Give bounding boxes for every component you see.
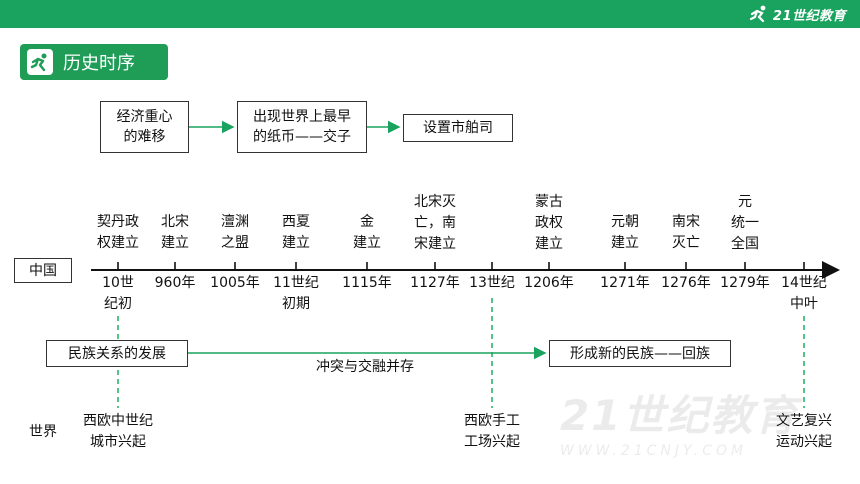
timeline-ticks [117, 262, 805, 270]
relations-left-box: 民族关系的发展 [46, 340, 188, 367]
world-event: 文艺复兴 运动兴起 [776, 413, 832, 450]
section-title-tag: 历史时序 [20, 44, 168, 80]
date-label: 13世纪 [469, 275, 515, 291]
top-bar: 21世纪教育 [0, 0, 860, 28]
date-label: 1005年 [210, 275, 260, 291]
date-label: 1276年 [661, 275, 711, 291]
date-label: 11世纪 初期 [273, 275, 319, 312]
flow-box-economic-shift: 经济重心 的难移 [100, 101, 189, 153]
date-label: 10世 纪初 [102, 275, 134, 312]
event-label: 北宋 建立 [161, 214, 189, 251]
event-label: 南宋 灭亡 [672, 214, 700, 251]
relations-right-box: 形成新的民族——回族 [549, 340, 731, 367]
event-label: 北宋灭 亡，南 宋建立 [414, 194, 456, 252]
china-label-box: 中国 [14, 258, 72, 283]
flow-box-jiaozi: 出现世界上最早 的纸币——交子 [237, 101, 367, 153]
date-label: 1206年 [524, 275, 574, 291]
date-label: 1271年 [600, 275, 650, 291]
section-title: 历史时序 [63, 53, 135, 74]
date-label: 960年 [154, 275, 196, 291]
event-label: 西夏 建立 [282, 214, 310, 251]
event-label: 蒙古 政权 建立 [535, 194, 563, 252]
runner-logo-icon [749, 5, 766, 23]
event-label: 契丹政 权建立 [97, 214, 139, 251]
watermark: 21世纪教育 WWW.21CNJY.COM [560, 391, 799, 459]
world-event: 西欧中世纪 城市兴起 [83, 413, 153, 450]
world-label: 世界 [29, 424, 57, 440]
logo-text: 21世纪教育 [772, 8, 846, 24]
date-label: 14世纪 中叶 [781, 275, 827, 312]
runner-icon [27, 49, 53, 75]
event-label: 元朝 建立 [611, 214, 639, 251]
event-label: 元 统一 全国 [731, 194, 759, 252]
world-event: 西欧手工 工场兴起 [464, 413, 520, 450]
event-label: 澶渊 之盟 [221, 214, 249, 251]
date-label: 1115年 [342, 275, 392, 291]
relations-middle-label: 冲突与交融并存 [316, 359, 414, 375]
date-label: 1127年 [410, 275, 460, 291]
brand-logo: 21世纪教育 [749, 2, 846, 26]
date-label: 1279年 [720, 275, 770, 291]
event-label: 金 建立 [353, 214, 381, 251]
flow-box-shibosi: 设置市舶司 [403, 114, 513, 142]
